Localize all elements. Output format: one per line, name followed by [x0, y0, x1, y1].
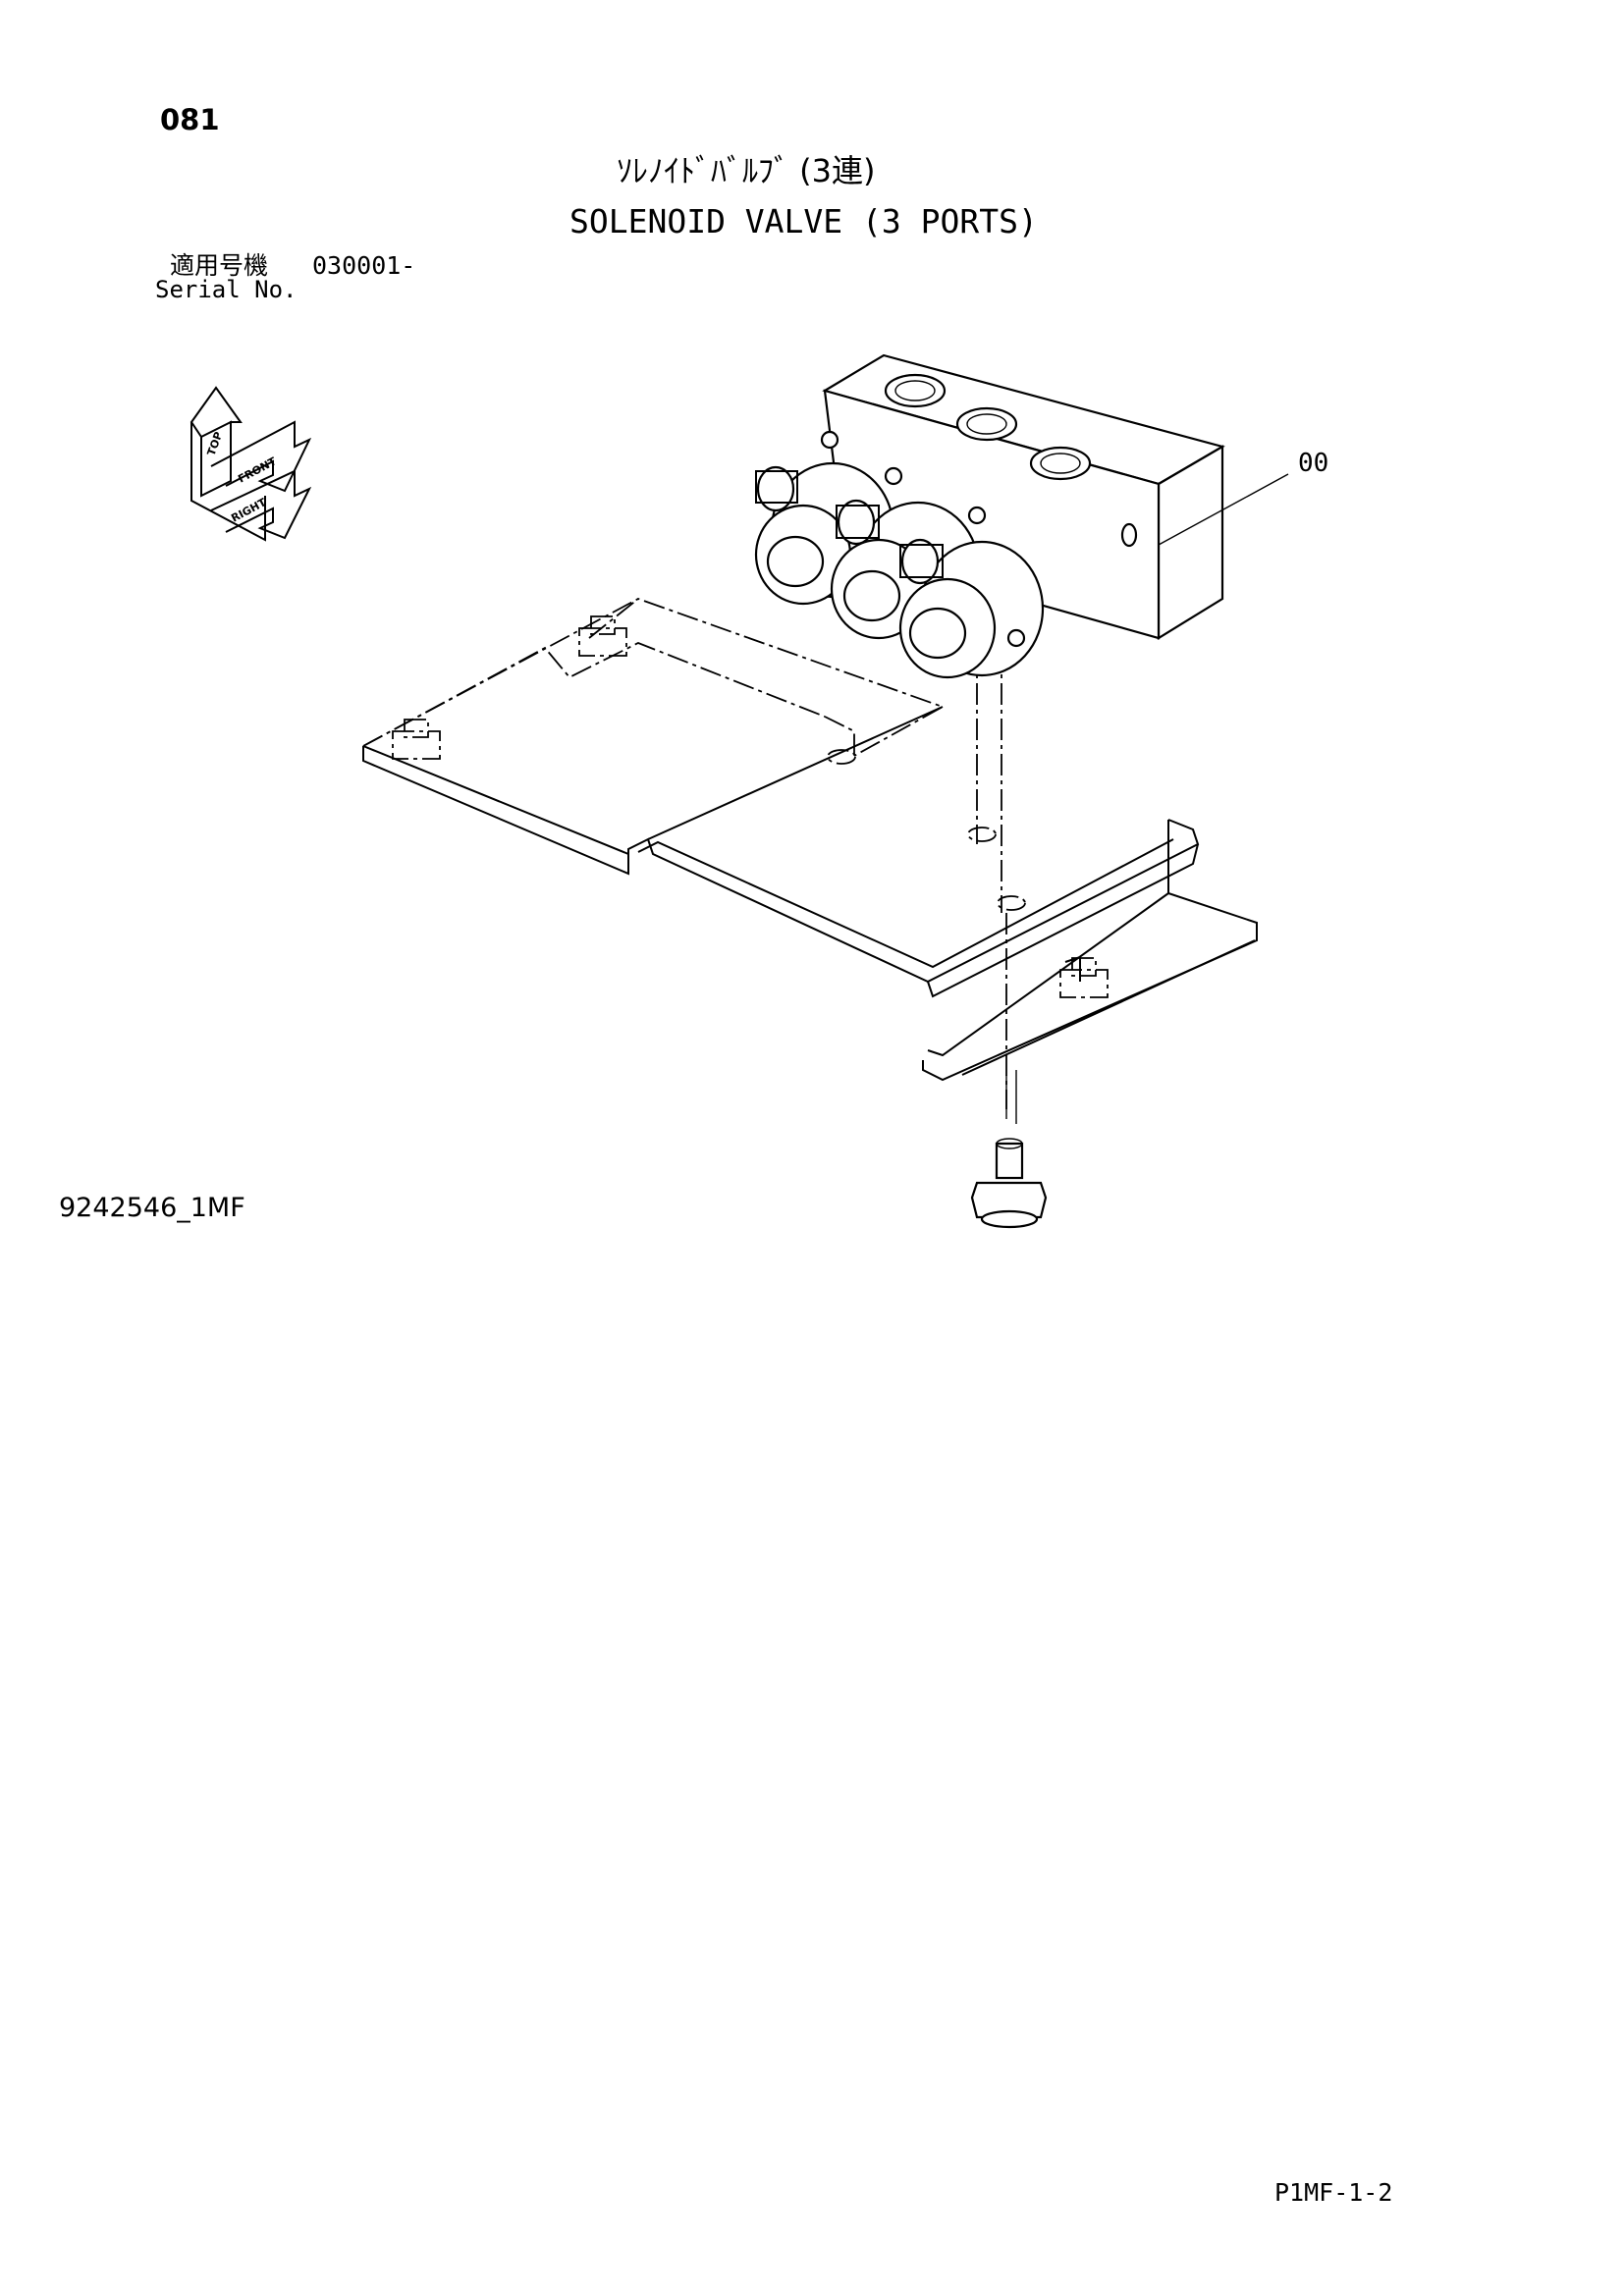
- page-number: 081: [160, 103, 220, 136]
- sheet-id: P1MF-1-2: [1274, 2178, 1393, 2207]
- page-title-japanese: ｿﾚﾉｲﾄﾞﾊﾞﾙﾌﾞ (3連): [617, 152, 876, 189]
- page-title-english: SOLENOID VALVE (3 PORTS): [569, 202, 1038, 240]
- serial-label-english: Serial No.: [155, 276, 298, 303]
- exploded-parts-diagram: TOP FRONT RIGHT: [189, 353, 1328, 1229]
- nut-phantom: [392, 615, 1109, 998]
- solenoid-coil: [754, 461, 895, 606]
- solenoid-valve-assembly: [754, 353, 1225, 679]
- serial-number-range: 030001-: [312, 251, 416, 280]
- mounting-bolt: [970, 1138, 1048, 1229]
- serial-label-japanese: 適用号機: [170, 251, 269, 280]
- drawing-id: 9242546_1MF: [59, 1193, 245, 1223]
- mounting-bracket-phantom: [362, 598, 1026, 1109]
- callout-00: 00: [1158, 449, 1328, 546]
- mounting-bracket: [362, 706, 1258, 1124]
- callout-label: 00: [1298, 449, 1328, 478]
- solenoid-coil: [898, 538, 1045, 679]
- port-hole-icon: [884, 373, 1138, 548]
- orientation-indicator-icon: TOP FRONT RIGHT: [189, 386, 312, 542]
